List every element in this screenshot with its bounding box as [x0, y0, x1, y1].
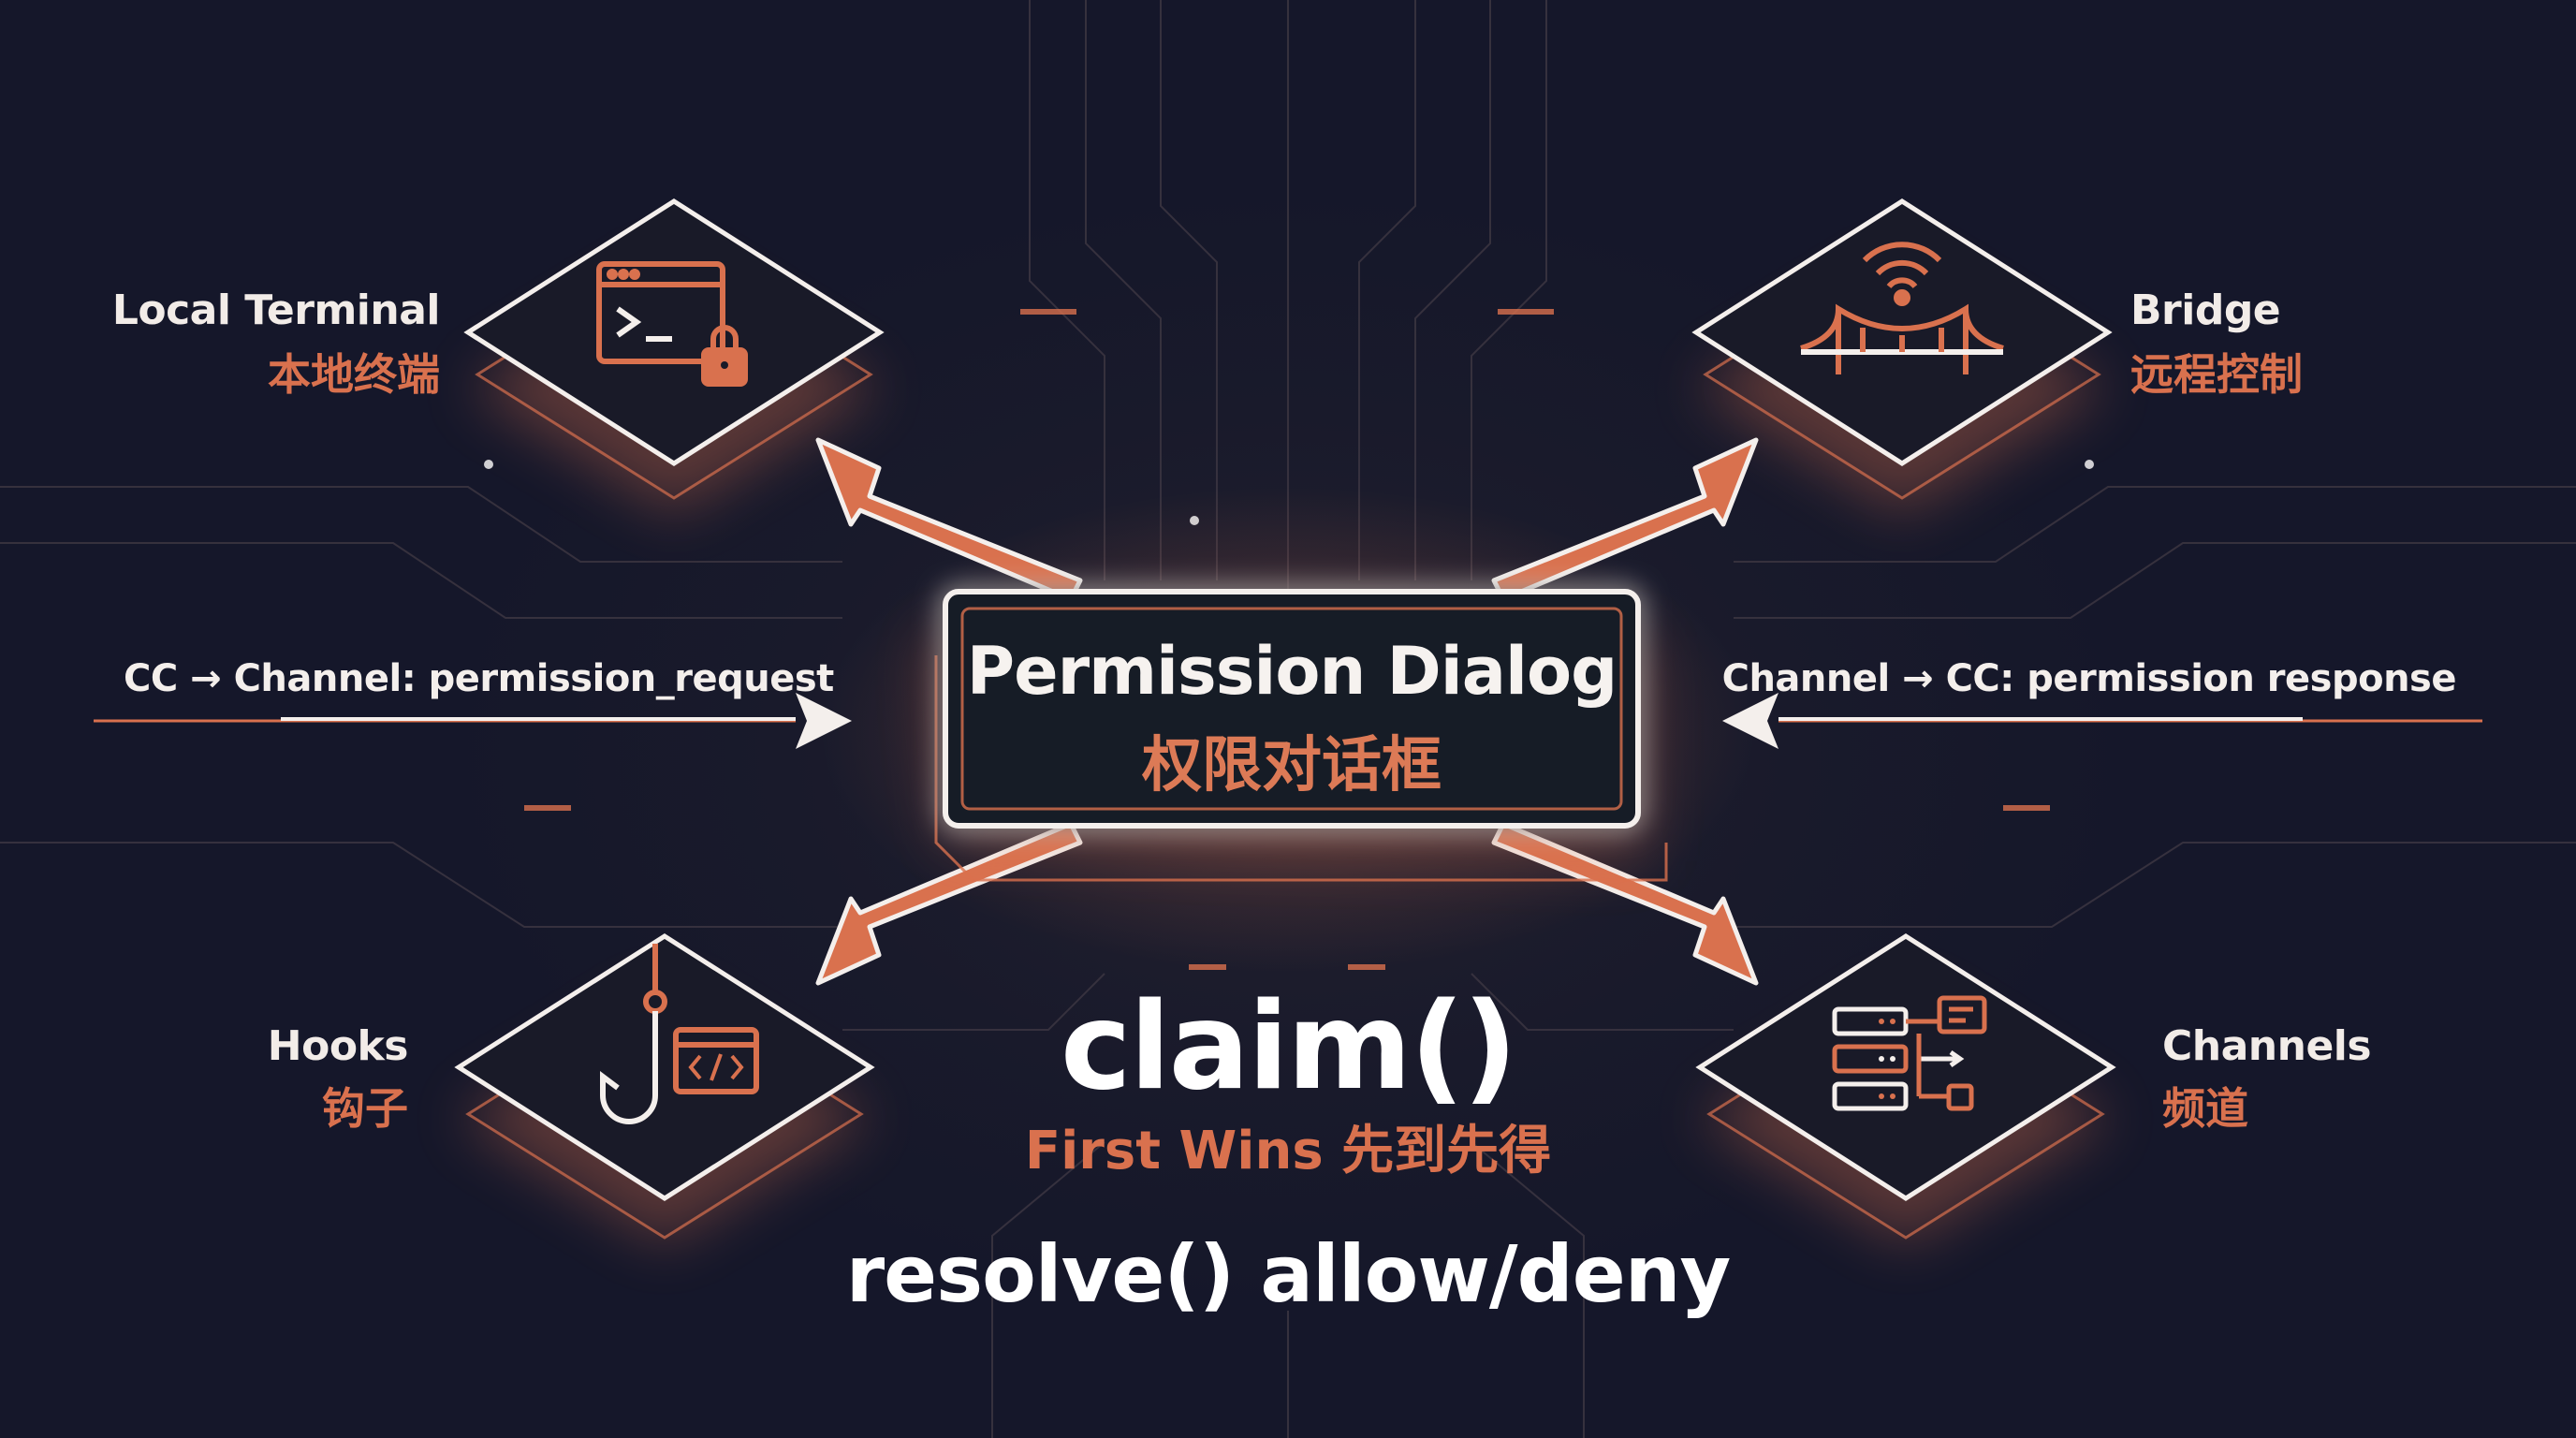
local-terminal-label: Local Terminal	[111, 286, 441, 334]
dialog-title: Permission Dialog	[966, 633, 1617, 710]
request-flow-label: CC → Channel: permission_request	[124, 657, 834, 700]
arrow-to-bridge	[1491, 437, 1759, 602]
bridge-label-cn: 远程控制	[2130, 349, 2303, 400]
hooks-label: Hooks	[267, 1022, 409, 1070]
arrow-to-local-terminal	[815, 437, 1083, 602]
claim-title: claim()	[1060, 977, 1517, 1117]
response-arrow	[1722, 693, 2482, 749]
resolve-title: resolve() allow/deny	[845, 1228, 1732, 1320]
bridge-label: Bridge	[2130, 286, 2281, 334]
permission-dialog-box	[927, 589, 1668, 882]
claim-subtitle: First Wins 先到先得	[1024, 1121, 1552, 1181]
dialog-title-cn: 权限对话框	[1142, 731, 1442, 800]
request-arrow	[94, 693, 852, 749]
bridge-wifi-icon	[1800, 242, 2004, 374]
node-hooks	[454, 933, 875, 1245]
channels-label-cn: 频道	[2162, 1083, 2248, 1134]
node-local-terminal	[463, 198, 885, 515]
hooks-label-cn: 钩子	[322, 1083, 408, 1134]
response-flow-label: Channel → CC: permission response	[1721, 657, 2457, 700]
local-terminal-label-cn: 本地终端	[268, 349, 440, 400]
terminal-lock-icon	[596, 261, 748, 387]
channels-flow-icon	[1832, 995, 1987, 1111]
hook-code-icon	[600, 944, 759, 1124]
node-bridge	[1691, 198, 2113, 515]
channels-label: Channels	[2162, 1022, 2372, 1070]
diagonal-arrows	[815, 437, 1759, 986]
